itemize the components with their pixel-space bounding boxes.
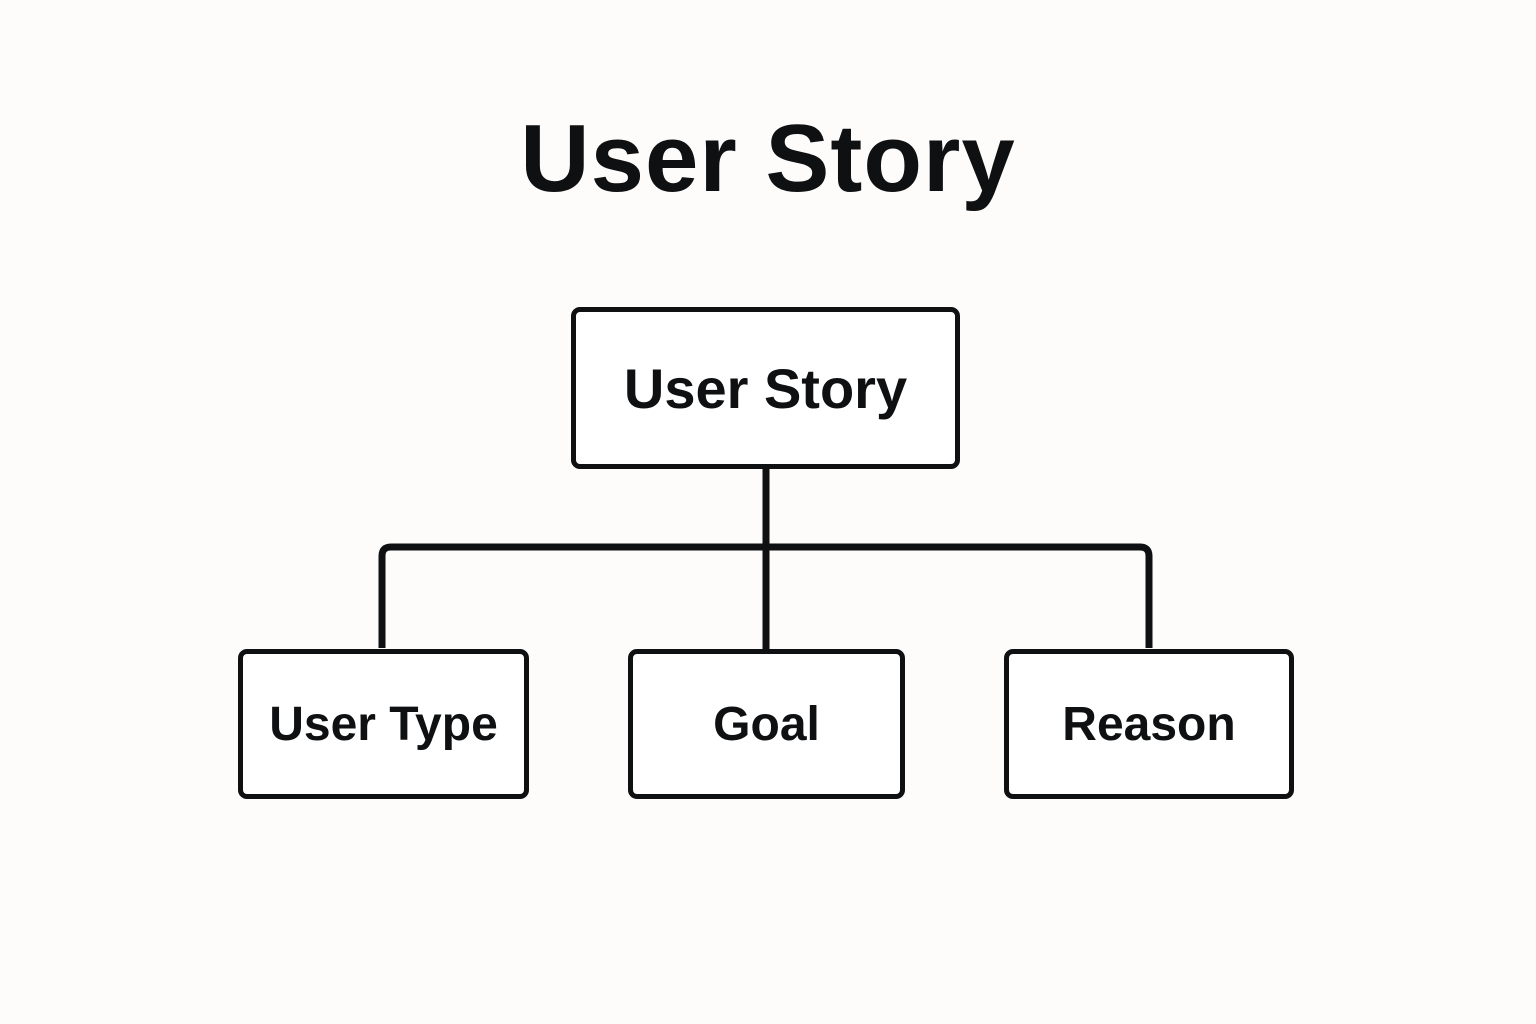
node-reason: Reason	[1004, 649, 1294, 799]
node-reason-label: Reason	[1062, 697, 1236, 751]
node-user-story-label: User Story	[623, 356, 908, 420]
node-goal: Goal	[628, 649, 905, 799]
node-user-type: User Type	[238, 649, 529, 799]
node-user-type-label: User Type	[269, 697, 498, 751]
diagram-title: User Story	[520, 105, 1016, 212]
node-goal-label: Goal	[713, 697, 820, 751]
connector-horizontal-bar	[378, 543, 1153, 648]
node-user-story: User Story	[571, 307, 960, 469]
